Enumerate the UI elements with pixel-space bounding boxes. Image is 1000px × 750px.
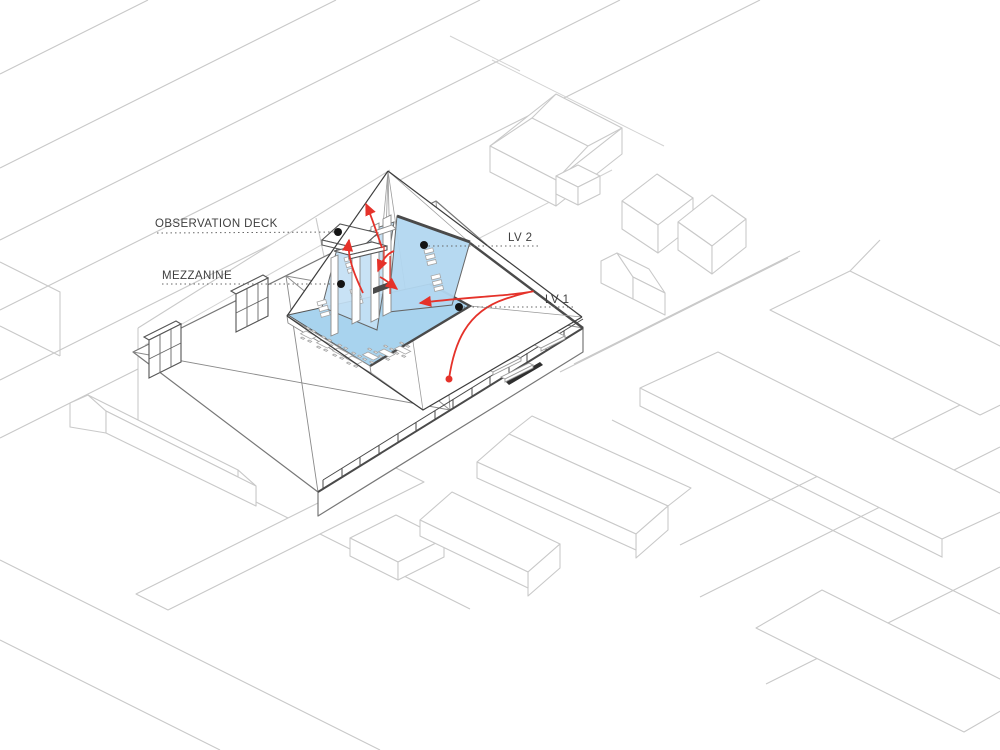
building-hall-right-2	[639, 351, 1000, 558]
label-lv2: LV 2	[508, 232, 532, 244]
building-long-gable-left	[69, 394, 257, 507]
building-small-house	[600, 252, 666, 316]
building-cube	[621, 173, 747, 275]
street-median	[135, 465, 425, 611]
anchor-dot-mezzanine	[337, 280, 345, 288]
building-hall-centre-2	[419, 491, 561, 597]
building-flat-box	[349, 514, 445, 581]
anchor-dot-lv1	[455, 303, 463, 311]
label-annotations: OBSERVATION DECK MEZZANINE LV 2 LV 1	[155, 218, 574, 311]
anchor-dot-lv2	[420, 241, 428, 249]
label-lv1: LV 1	[545, 294, 569, 306]
building-hall-right	[769, 239, 1000, 416]
label-mezzanine: MEZZANINE	[162, 270, 232, 282]
anchor-dot-observation-deck	[334, 228, 342, 236]
circulation-arrows	[341, 202, 534, 383]
building-hip-roof	[489, 93, 623, 207]
building-corner-roof	[755, 589, 1000, 733]
sign-band	[506, 362, 543, 385]
rooftop-window-frames	[142, 274, 270, 379]
building-hall-centre	[476, 415, 692, 559]
context-buildings	[69, 93, 1000, 733]
label-observation-deck: OBSERVATION DECK	[155, 218, 278, 230]
